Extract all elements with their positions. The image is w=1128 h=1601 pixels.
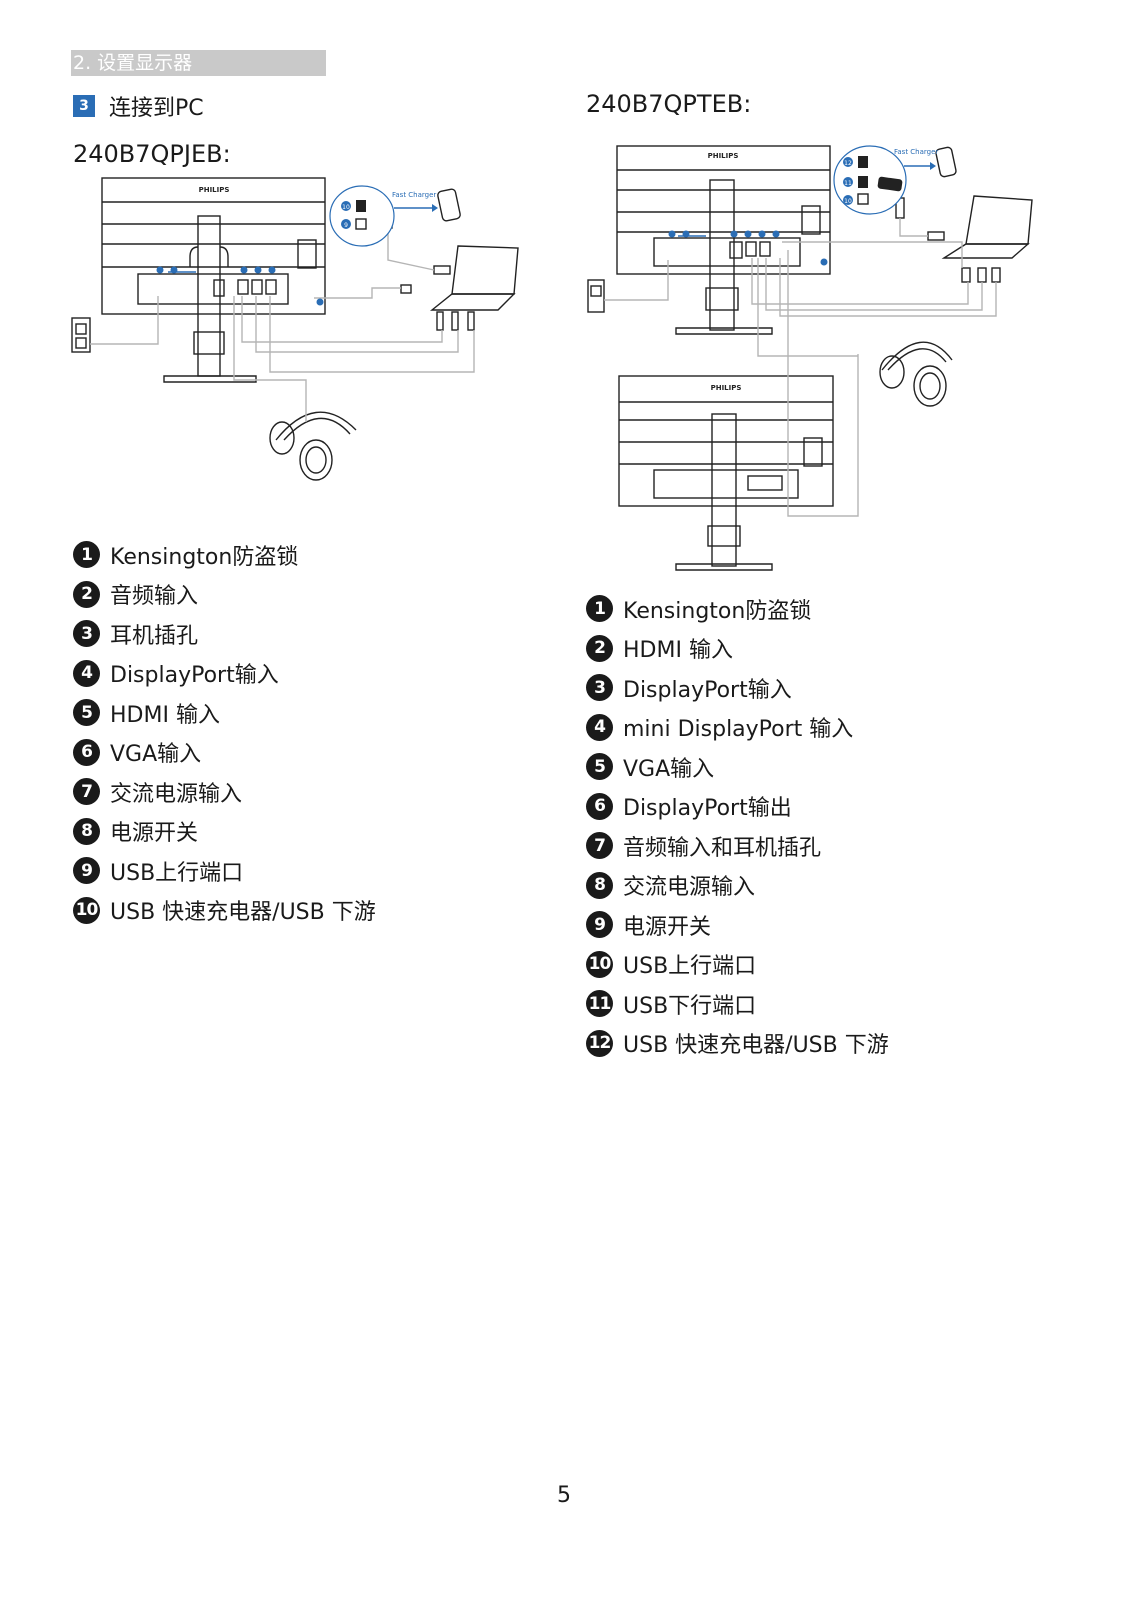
list-item: 7 交流电源输入 [73,772,376,812]
item-number: 5 [586,753,613,781]
item-number: 12 [586,1029,613,1057]
item-label: 耳机插孔 [110,623,199,649]
model-right: 240B7QPTEB: [586,90,752,118]
item-label: 音频输入 [110,584,199,610]
list-item: 8 电源开关 [73,812,376,852]
item-label: 电源开关 [623,914,712,940]
item-label: USB 快速充电器/USB 下游 [110,900,376,926]
item-number: 8 [73,817,100,845]
list-item: 10 USB上行端口 [586,945,889,985]
item-label: VGA输入 [623,756,715,782]
item-number: 9 [73,857,100,885]
item-label: USB上行端口 [623,954,757,980]
item-number: 11 [586,990,613,1018]
item-number: 2 [586,634,613,662]
left-callout-10: 10 [342,204,350,211]
list-item: 12 USB 快速充电器/USB 下游 [586,1024,889,1064]
item-label: 交流电源输入 [623,875,756,901]
page-number: 5 [557,1483,571,1508]
model-left: 240B7QPJEB: [73,140,231,168]
item-number: 3 [586,674,613,702]
item-number: 6 [73,738,100,766]
legend-left: 1 Kensington防盗锁 2 音频输入 3 耳机插孔 4 DisplayPort输… [73,535,376,930]
item-number: 7 [73,778,100,806]
left-fast-charger-label: Fast Charger [392,191,436,199]
list-item: 4 mini DisplayPort 输入 [586,708,889,748]
step-number-badge: 3 [73,95,95,117]
list-item: 3 DisplayPort输入 [586,668,889,708]
item-number: 9 [586,911,613,939]
item-label: Kensington防盗锁 [623,598,812,624]
item-label: mini DisplayPort 输入 [623,717,854,743]
step-heading: 3 连接到PC [73,90,204,122]
item-label: DisplayPort输入 [623,677,792,703]
list-item: 1 Kensington防盗锁 [586,589,889,629]
list-item: 11 USB下行端口 [586,984,889,1024]
list-item: 5 VGA输入 [586,747,889,787]
right-callout-11: 11 [844,180,852,187]
item-number: 6 [586,792,613,820]
item-label: DisplayPort输出 [623,796,792,822]
item-label: 交流电源输入 [110,781,243,807]
item-number: 10 [73,896,100,924]
item-label: 电源开关 [110,821,199,847]
left-brand-logo: PHILIPS [199,186,230,194]
list-item: 9 电源开关 [586,905,889,945]
item-label: HDMI 输入 [110,702,220,728]
list-item: 3 耳机插孔 [73,614,376,654]
legend-right: 1 Kensington防盗锁 2 HDMI 输入 3 DisplayPort输入 4… [586,589,889,1063]
right-fast-charger-label: Fast Charger [894,148,938,156]
section-tab: 2. 设置显示器 [71,50,326,76]
list-item: 6 DisplayPort输出 [586,787,889,827]
list-item: 9 USB上行端口 [73,851,376,891]
list-item: 1 Kensington防盗锁 [73,535,376,575]
list-item: 5 HDMI 输入 [73,693,376,733]
connection-diagram-right: 12 11 10 Fast Charger PHILIPS PHILIPS [587,145,1033,571]
item-label: VGA输入 [110,742,202,768]
item-label: Kensington防盗锁 [110,544,299,570]
list-item: 8 交流电源输入 [586,866,889,906]
item-number: 5 [73,699,100,727]
item-label: USB下行端口 [623,993,757,1019]
item-label: USB上行端口 [110,860,244,886]
item-label: 音频输入和耳机插孔 [623,835,822,861]
list-item: 6 VGA输入 [73,733,376,773]
list-item: 2 HDMI 输入 [586,629,889,669]
step-title: 连接到PC [109,96,204,121]
item-label: DisplayPort输入 [110,663,279,689]
item-number: 1 [73,541,100,569]
item-number: 1 [586,595,613,623]
list-item: 7 音频输入和耳机插孔 [586,826,889,866]
item-number: 4 [73,659,100,687]
item-label: USB 快速充电器/USB 下游 [623,1033,889,1059]
item-number: 7 [586,832,613,860]
list-item: 10 USB 快速充电器/USB 下游 [73,891,376,931]
item-number: 4 [586,713,613,741]
item-number: 2 [73,580,100,608]
right-callout-12: 12 [844,160,852,167]
right-lower-brand-logo: PHILIPS [711,384,742,392]
connection-diagram-left: 10 9 Fast Charger PHILIPS [71,177,519,481]
item-number: 8 [586,871,613,899]
right-brand-logo: PHILIPS [708,152,739,160]
left-callout-9: 9 [344,222,348,229]
item-number: 3 [73,620,100,648]
right-callout-10: 10 [844,198,852,205]
item-number: 10 [586,950,613,978]
list-item: 4 DisplayPort输入 [73,654,376,694]
item-label: HDMI 输入 [623,638,733,664]
list-item: 2 音频输入 [73,575,376,615]
